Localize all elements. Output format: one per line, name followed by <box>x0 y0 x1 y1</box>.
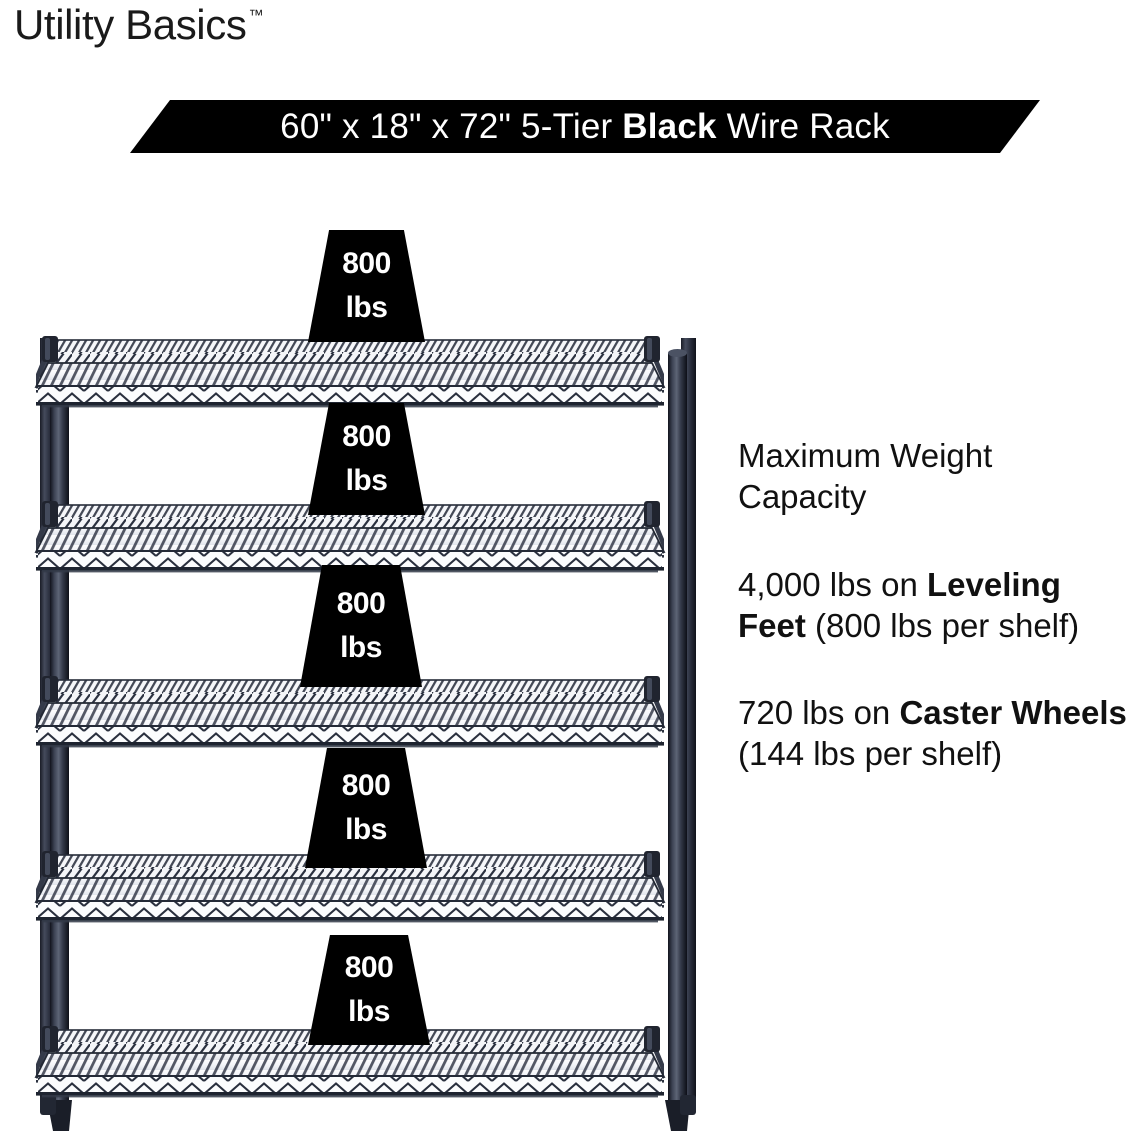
banner-prefix: 60" x 18" x 72" 5-Tier <box>280 106 623 146</box>
badge-value: 800 <box>341 769 391 802</box>
leveling-feet-capacity: 4,000 lbs on Leveling Feet (800 lbs per … <box>738 565 1136 647</box>
badge-value: 800 <box>342 420 391 453</box>
leveling-tail: (800 lbs per shelf) <box>805 607 1080 645</box>
brand-logo: Utility Basics ™ <box>14 4 263 46</box>
product-title-text: 60" x 18" x 72" 5-Tier Black Wire Rack <box>280 107 890 147</box>
badge-unit: lbs <box>348 995 390 1028</box>
leveling-feet <box>40 1095 696 1131</box>
weight-capacity-info: Maximum Weight Capacity 4,000 lbs on Lev… <box>738 436 1137 821</box>
weight-badge-shelf-4: 800 lbs <box>305 748 427 868</box>
banner-bold-word: Black <box>622 106 717 146</box>
badge-unit: lbs <box>345 291 388 324</box>
trademark-symbol: ™ <box>248 7 264 24</box>
caster-bold: Caster Wheels <box>899 693 1127 731</box>
weight-badge-shelf-5: 800 lbs <box>308 935 430 1045</box>
rack-shelf-1 <box>35 336 665 409</box>
badge-unit: lbs <box>345 813 387 846</box>
product-title-banner: 60" x 18" x 72" 5-Tier Black Wire Rack <box>130 100 1040 153</box>
badge-unit: lbs <box>345 464 388 497</box>
weight-badge-shelf-3: 800 lbs <box>300 565 422 687</box>
caster-lead: 720 lbs on <box>738 693 900 731</box>
badge-value: 800 <box>342 247 391 280</box>
badge-value: 800 <box>336 587 386 620</box>
leveling-bold: Leveling Feet <box>738 566 1061 645</box>
brand-name: Utility Basics <box>14 1 247 48</box>
badge-unit: lbs <box>340 631 382 664</box>
weight-badge-shelf-2: 800 lbs <box>308 403 425 515</box>
caster-tail: (144 lbs per shelf) <box>738 734 1003 772</box>
weight-badge-shelf-1: 800 lbs <box>308 230 425 342</box>
caster-wheels-capacity: 720 lbs on Caster Wheels (144 lbs per sh… <box>738 693 1136 775</box>
leveling-lead: 4,000 lbs on <box>738 566 927 604</box>
wire-rack-illustration <box>35 336 696 1131</box>
info-heading: Maximum Weight Capacity <box>738 437 993 515</box>
badge-value: 800 <box>344 951 394 984</box>
banner-suffix: Wire Rack <box>716 106 890 146</box>
